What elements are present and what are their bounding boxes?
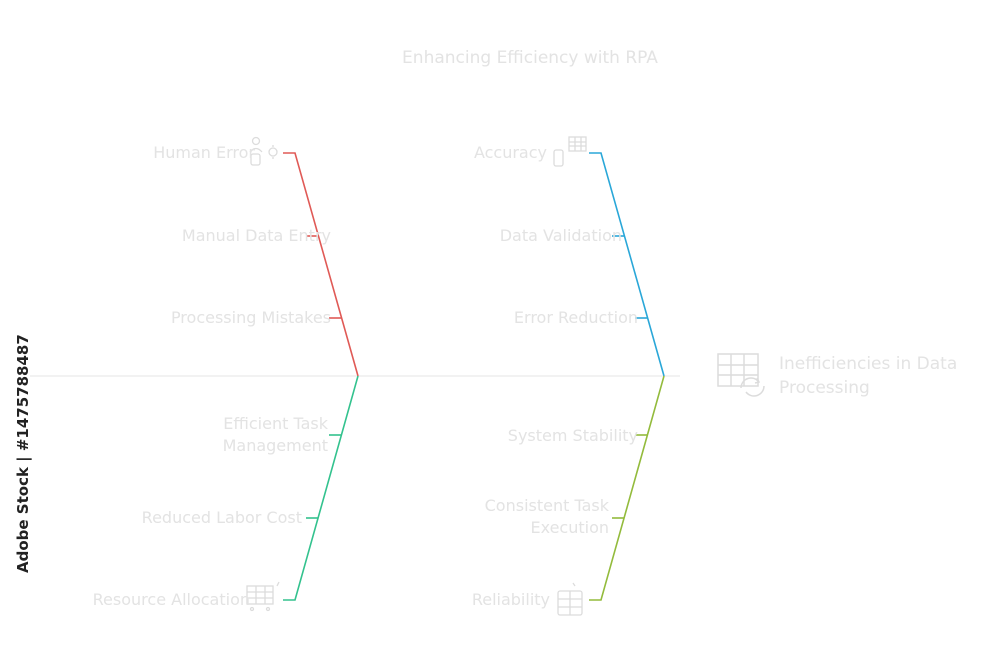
cause-processing-mistakes: Processing Mistakes [170,308,331,327]
table-refresh-icon [717,353,765,397]
cause-error-reduction: Error Reduction [513,308,638,327]
category-label-accuracy: Accuracy [473,143,547,162]
cause-reduced-labor-cost: Reduced Labor Cost [141,508,302,527]
bone-reliability [589,375,665,601]
stock-credit: Adobe Stock | #1475788487 [12,334,36,575]
effect-label: Inefficiencies in Data Processing [779,354,958,398]
phone-grid-icon [553,136,587,167]
bone-human-error [283,152,359,377]
category-label-resource-allocation: Resource Allocation [92,590,250,609]
stock-credit-text: Adobe Stock | #1475788487 [14,334,32,573]
cause-data-validation: Data Validation [499,226,622,245]
bone-accuracy [589,152,665,377]
diagram-title: Enhancing Efficiency with RPA [402,48,658,68]
category-label-human-error: Human Error [153,143,255,162]
database-grid-icon [557,582,583,616]
user-gear-icon [249,136,278,166]
cause-efficient-task-management: Efficient Task Management [222,414,328,455]
grid-cart-icon [246,581,280,612]
bone-resource-allocation [283,375,359,601]
category-label-reliability: Reliability [471,590,550,609]
cause-manual-data-entry: Manual Data Entry [181,226,331,245]
cause-system-stability: System Stability [507,426,638,445]
cause-consistent-task-execution: Consistent Task Execution [484,496,609,537]
